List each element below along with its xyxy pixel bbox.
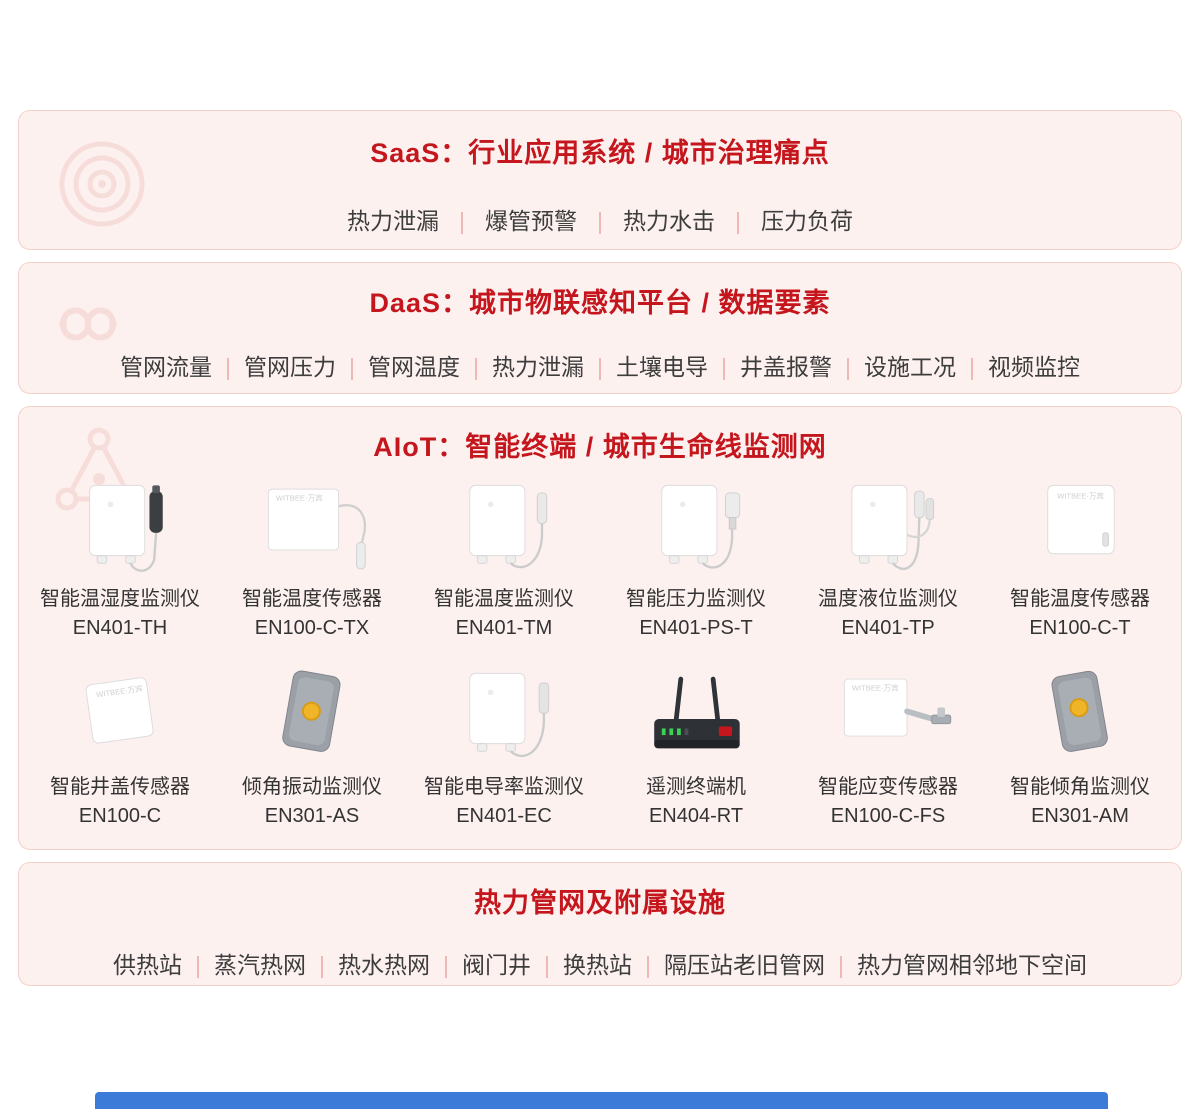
svg-text:WITBEE·万宾: WITBEE·万宾 bbox=[852, 682, 899, 692]
product-model: EN401-TH bbox=[72, 617, 168, 639]
infra-item: 热力管网相邻地下空间 bbox=[856, 952, 1087, 978]
daas-item: 管网流量 bbox=[120, 348, 244, 382]
device-image-en404-rt bbox=[603, 660, 789, 772]
saas-item: 压力负荷 bbox=[760, 208, 853, 234]
product-card: WITBEE·万宾 智能温度传感器 EN100-C-TX bbox=[219, 472, 405, 642]
daas-item: 设施工况 bbox=[864, 348, 988, 382]
infra-item: 阀门井 bbox=[462, 946, 563, 980]
daas-item: 热力泄漏 bbox=[492, 348, 616, 382]
product-model: EN401-TP bbox=[841, 617, 935, 639]
product-card: 智能温度监测仪 EN401-TM bbox=[411, 472, 597, 642]
saas-items: 热力泄漏 爆管预警 热力水击 压力负荷 bbox=[19, 202, 1181, 236]
device-image-en401-tp bbox=[795, 472, 981, 584]
product-name: 智能应变传感器 bbox=[818, 776, 958, 798]
svg-text:WITBEE·万宾: WITBEE·万宾 bbox=[276, 493, 323, 503]
product-card: 智能倾角监测仪 EN301-AM bbox=[987, 660, 1173, 830]
saas-item: 热力泄漏 bbox=[347, 202, 485, 236]
product-card: 倾角振动监测仪 EN301-AS bbox=[219, 660, 405, 830]
product-name: 温度液位监测仪 bbox=[818, 588, 958, 610]
svg-text:WITBEE·万宾: WITBEE·万宾 bbox=[1057, 491, 1104, 501]
product-model: EN301-AM bbox=[1031, 805, 1129, 827]
product-name: 倾角振动监测仪 bbox=[242, 776, 382, 798]
daas-items: 管网流量 管网压力 管网温度 热力泄漏 土壤电导 井盖报警 设施工况 视频监控 bbox=[19, 348, 1181, 382]
section-daas: DaaS：城市物联感知平台 / 数据要素 管网流量 管网压力 管网温度 热力泄漏… bbox=[18, 262, 1182, 394]
product-card: WITBEE·万宾 智能温度传感器 EN100-C-T bbox=[987, 472, 1173, 642]
device-image-en401-th bbox=[27, 472, 213, 584]
product-name: 智能压力监测仪 bbox=[626, 588, 766, 610]
device-image-en301-am bbox=[987, 660, 1173, 772]
daas-item: 土壤电导 bbox=[616, 348, 740, 382]
product-card: 智能温湿度监测仪 EN401-TH bbox=[27, 472, 213, 642]
product-model: EN301-AS bbox=[264, 805, 360, 827]
bottom-blue-bar bbox=[95, 1092, 1108, 1109]
product-model: EN100-C bbox=[78, 805, 162, 827]
section-saas: SaaS：行业应用系统 / 城市治理痛点 热力泄漏 爆管预警 热力水击 压力负荷 bbox=[18, 110, 1182, 250]
device-image-en301-as bbox=[219, 660, 405, 772]
product-model: EN404-RT bbox=[648, 805, 744, 827]
infra-item: 换热站 bbox=[563, 946, 664, 980]
product-name: 智能温度传感器 bbox=[242, 588, 382, 610]
daas-item: 管网温度 bbox=[368, 348, 492, 382]
product-model: EN401-PS-T bbox=[639, 617, 753, 639]
product-card: 智能电导率监测仪 EN401-EC bbox=[411, 660, 597, 830]
device-image-en401-ec bbox=[411, 660, 597, 772]
infra-item: 热水热网 bbox=[338, 946, 462, 980]
product-name: 智能电导率监测仪 bbox=[424, 776, 584, 798]
product-card: 遥测终端机 EN404-RT bbox=[603, 660, 789, 830]
section-infra: 热力管网及附属设施 供热站 蒸汽热网 热水热网 阀门井 换热站 隔压站老旧管网 … bbox=[18, 862, 1182, 986]
product-name: 智能井盖传感器 bbox=[50, 776, 190, 798]
daas-item: 管网压力 bbox=[244, 348, 368, 382]
product-name: 智能温湿度监测仪 bbox=[40, 588, 200, 610]
saas-title: SaaS：行业应用系统 / 城市治理痛点 bbox=[370, 138, 830, 168]
section-aiot: AIoT：智能终端 / 城市生命线监测网 智能温湿度监测仪 EN bbox=[18, 406, 1182, 850]
device-image-en100-c: WITBEE·万宾 bbox=[27, 660, 213, 772]
product-model: EN401-TM bbox=[455, 617, 553, 639]
daas-title: DaaS：城市物联感知平台 / 数据要素 bbox=[369, 288, 831, 318]
daas-item: 井盖报警 bbox=[740, 348, 864, 382]
infra-title: 热力管网及附属设施 bbox=[474, 888, 726, 918]
infra-item: 隔压站老旧管网 bbox=[664, 946, 857, 980]
product-model: EN100-C-FS bbox=[830, 805, 946, 827]
device-image-en401-tm bbox=[411, 472, 597, 584]
infra-item: 供热站 bbox=[113, 946, 214, 980]
product-name: 智能温度监测仪 bbox=[434, 588, 574, 610]
product-model: EN401-EC bbox=[456, 805, 552, 827]
saas-item: 爆管预警 bbox=[485, 202, 623, 236]
device-image-en100-c-fs: WITBEE·万宾 bbox=[795, 660, 981, 772]
product-name: 智能温度传感器 bbox=[1010, 588, 1150, 610]
infra-item: 蒸汽热网 bbox=[214, 946, 338, 980]
infra-items: 供热站 蒸汽热网 热水热网 阀门井 换热站 隔压站老旧管网 热力管网相邻地下空间 bbox=[19, 946, 1181, 980]
product-model: EN100-C-T bbox=[1029, 617, 1131, 639]
device-image-en100-c-t: WITBEE·万宾 bbox=[987, 472, 1173, 584]
saas-item: 热力水击 bbox=[623, 202, 761, 236]
product-name: 智能倾角监测仪 bbox=[1010, 776, 1150, 798]
device-image-en401-ps-t bbox=[603, 472, 789, 584]
product-grid: 智能温湿度监测仪 EN401-TH WITBEE·万宾 智能温度传感器 EN10… bbox=[19, 472, 1181, 830]
product-model: EN100-C-TX bbox=[254, 617, 370, 639]
product-card: 智能压力监测仪 EN401-PS-T bbox=[603, 472, 789, 642]
product-name: 遥测终端机 bbox=[646, 776, 746, 798]
device-image-en100-c-tx: WITBEE·万宾 bbox=[219, 472, 405, 584]
product-card: WITBEE·万宾 智能应变传感器 EN100-C-FS bbox=[795, 660, 981, 830]
product-card: WITBEE·万宾 智能井盖传感器 EN100-C bbox=[27, 660, 213, 830]
product-card: 温度液位监测仪 EN401-TP bbox=[795, 472, 981, 642]
daas-item: 视频监控 bbox=[987, 354, 1080, 380]
aiot-title: AIoT：智能终端 / 城市生命线监测网 bbox=[373, 432, 827, 462]
